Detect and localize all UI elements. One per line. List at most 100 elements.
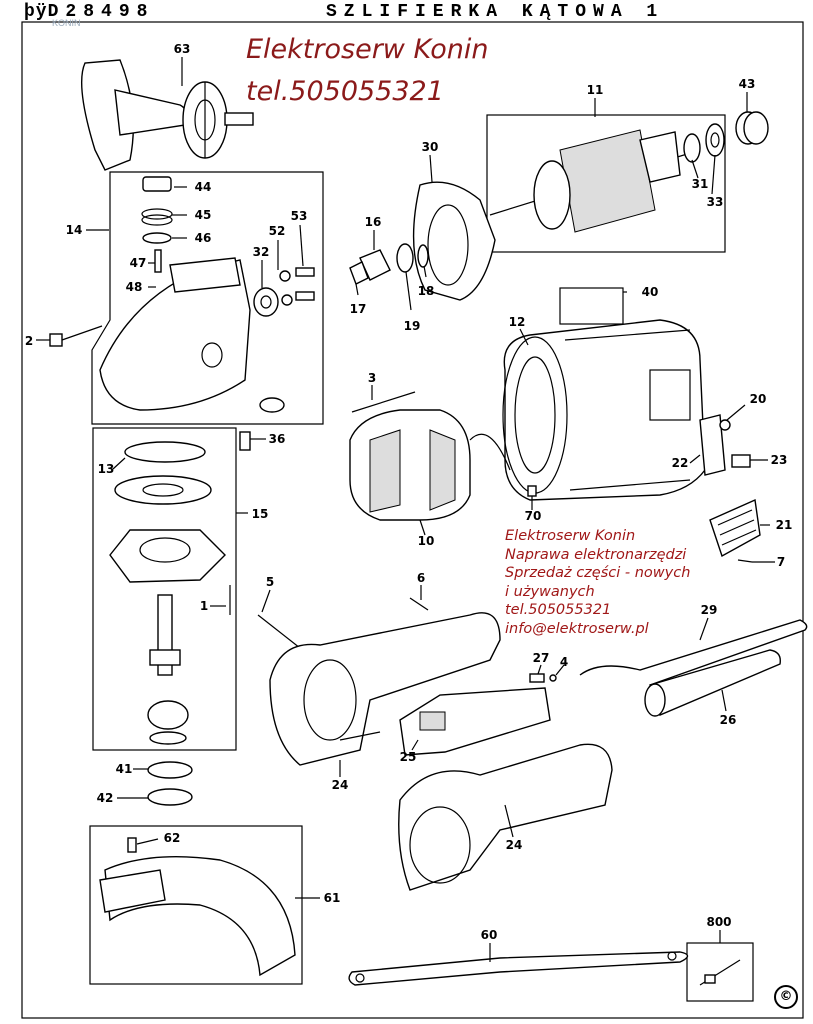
callout-33: 33	[706, 195, 724, 209]
header-prefix: þÿ	[24, 2, 48, 22]
callout-7: 7	[776, 555, 786, 569]
callout-46: 46	[194, 231, 212, 245]
leader-lines	[36, 57, 775, 962]
callout-19: 19	[403, 319, 421, 333]
callout-3: 3	[367, 371, 377, 385]
callout-5: 5	[265, 575, 275, 589]
callout-17: 17	[349, 302, 367, 316]
callout-31: 31	[691, 177, 709, 191]
callout-25: 25	[399, 750, 417, 764]
fan-baffle-30	[412, 181, 496, 301]
wheel-guard-61	[99, 837, 296, 977]
copyright-mark: ©	[774, 985, 798, 1009]
callout-63: 63	[173, 42, 191, 56]
callout-42: 42	[96, 791, 114, 805]
header-title: SZLIFIERKA KĄTOWA 1	[326, 2, 665, 22]
gear-head-housing	[99, 176, 315, 413]
callout-53: 53	[290, 209, 308, 223]
bearing-43	[735, 111, 769, 145]
callout-52: 52	[268, 224, 286, 238]
carbon-brush-23	[731, 454, 751, 468]
callout-30: 30	[421, 140, 439, 154]
screw-5	[257, 614, 301, 649]
callout-43: 43	[738, 77, 756, 91]
callout-10: 10	[417, 534, 435, 548]
armature-11	[489, 123, 725, 233]
brand-phone: tel.505055321	[246, 76, 444, 107]
carbon-brush-kit-800	[699, 959, 741, 986]
contact-line: tel.505055321	[505, 602, 612, 618]
callout-16: 16	[364, 215, 382, 229]
callout-12: 12	[508, 315, 526, 329]
callout-6: 6	[416, 571, 426, 585]
callout-44: 44	[194, 180, 212, 194]
callout-60: 60	[480, 928, 498, 942]
spanner-60	[348, 951, 689, 986]
callout-18: 18	[417, 284, 435, 298]
clip-27	[529, 673, 545, 683]
callout-29: 29	[700, 603, 718, 617]
callout-70: 70	[524, 509, 542, 523]
contact-line: Elektroserw Konin	[505, 528, 636, 544]
spindle-assembly	[109, 431, 251, 745]
flange-nut-42	[147, 788, 193, 806]
screw-7	[737, 559, 753, 563]
callout-61: 61	[323, 891, 341, 905]
handle-half-upper-24	[269, 612, 501, 766]
callout-2: 2	[24, 334, 34, 348]
label-plate-40	[559, 287, 624, 325]
callout-47: 47	[129, 256, 147, 270]
brush-holder-22	[699, 414, 731, 476]
motor-housing-12	[502, 319, 706, 501]
fan-nut-assembly	[349, 243, 429, 285]
gear-head-group-box	[91, 171, 324, 425]
callout-4: 4	[559, 655, 569, 669]
screw-3	[351, 391, 416, 413]
side-handle-63	[81, 59, 254, 171]
contact-email[interactable]: info@elektroserw.pl	[505, 620, 649, 637]
contact-block: Elektroserw Konin Naprawa elektronarzędz…	[505, 527, 690, 638]
screw-2	[49, 325, 103, 347]
callout-23: 23	[770, 453, 788, 467]
callout-24-upper: 24	[331, 778, 349, 792]
callout-1: 1	[199, 599, 209, 613]
callout-27: 27	[532, 651, 550, 665]
callout-40: 40	[641, 285, 659, 299]
brand-name: Elektroserw Konin	[246, 34, 489, 65]
terminal-70	[527, 485, 537, 497]
callout-21: 21	[775, 518, 793, 532]
page-border	[21, 21, 804, 1019]
callout-32: 32	[252, 245, 270, 259]
flange-41	[147, 761, 193, 779]
callout-13: 13	[97, 462, 115, 476]
power-cable-29	[579, 619, 808, 686]
watermark-text: KONIN	[52, 18, 81, 28]
header-model-code: þÿD28498	[24, 2, 155, 22]
callout-22: 22	[671, 456, 689, 470]
callout-20: 20	[749, 392, 767, 406]
handle-half-lower-24	[398, 743, 613, 891]
callout-14: 14	[65, 223, 83, 237]
callout-800: 800	[706, 915, 732, 929]
screw-6	[409, 597, 429, 611]
contact-line: Naprawa elektronarzędzi	[505, 546, 687, 563]
callout-26: 26	[719, 713, 737, 727]
callout-45: 45	[194, 208, 212, 222]
callout-48: 48	[125, 280, 143, 294]
screw-4	[549, 674, 557, 682]
callout-24-lower: 24	[505, 838, 523, 852]
callout-36: 36	[268, 432, 286, 446]
guard-group-box	[89, 825, 303, 985]
callout-11: 11	[586, 83, 604, 97]
field-stator-10	[349, 409, 511, 521]
switch-25	[399, 687, 551, 756]
contact-line: Sprzedaż części - nowych	[505, 565, 691, 581]
callout-15: 15	[251, 507, 269, 521]
armature-group-box	[486, 114, 726, 253]
contact-line: i używanych	[505, 583, 595, 600]
callout-62: 62	[163, 831, 181, 845]
cable-sleeve-26	[644, 649, 781, 717]
spindle-group-box	[92, 427, 237, 751]
callout-41: 41	[115, 762, 133, 776]
